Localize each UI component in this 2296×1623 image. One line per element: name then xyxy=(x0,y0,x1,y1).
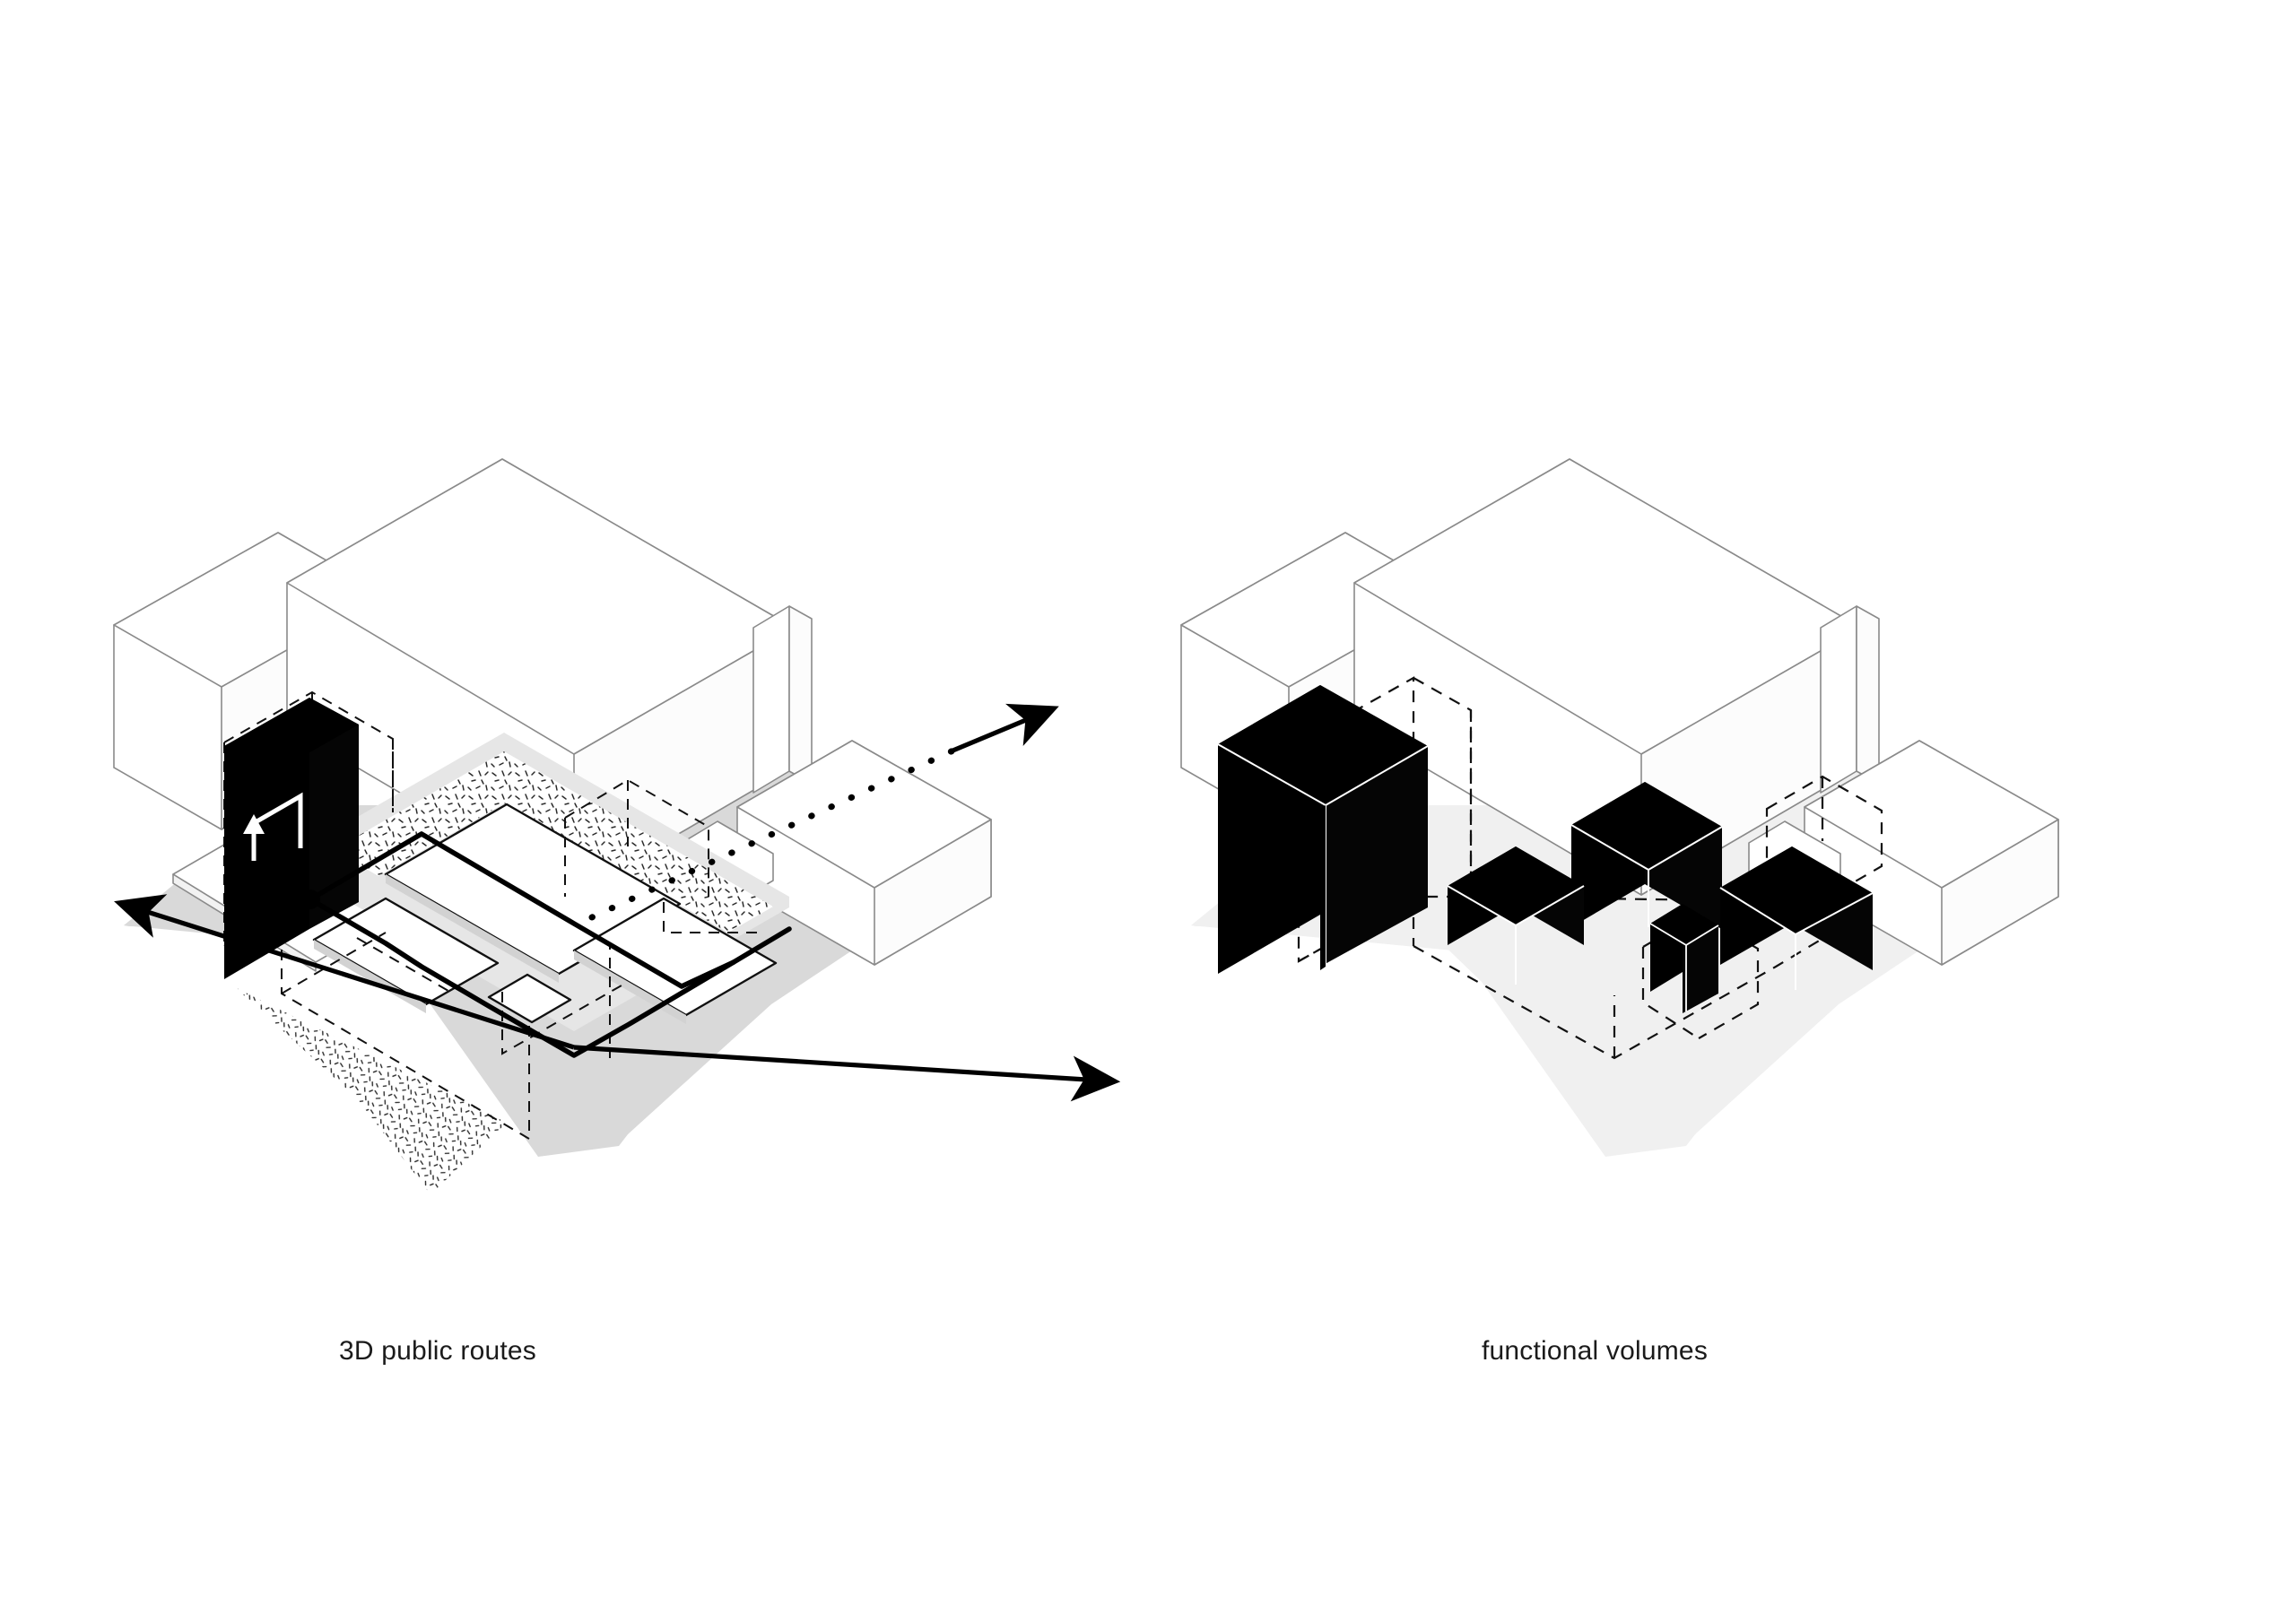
white-arrow-head xyxy=(243,814,265,834)
mass-rear-right-bar xyxy=(1353,458,1862,896)
arrow-southeast xyxy=(573,1045,1121,1102)
route-arrows xyxy=(114,894,1121,1102)
panel-functional-volumes: functional volumes xyxy=(1148,0,2296,1623)
volume-tower xyxy=(1217,685,1429,974)
mass-front-right-bar xyxy=(736,740,992,966)
stipple-wedge xyxy=(235,987,507,1194)
caption-left: 3D public routes xyxy=(339,1336,536,1366)
white-arrow xyxy=(251,792,303,861)
panel-3d-public-routes: 3D public routes xyxy=(113,458,1121,1366)
mass-fin xyxy=(1820,605,1880,794)
arrow-west xyxy=(114,894,575,1050)
functional-volumes xyxy=(1217,685,1874,1013)
caption-right: functional volumes xyxy=(1481,1336,1709,1366)
volume-block-c xyxy=(1719,846,1874,990)
plate-left xyxy=(312,897,500,1006)
dotted-elevated-route xyxy=(588,703,1059,921)
diagram-functional-volumes xyxy=(1148,0,2296,1623)
mass-fin xyxy=(752,605,813,794)
public-route-line xyxy=(308,831,792,1058)
volume-block-b xyxy=(1447,846,1585,985)
volume-cube xyxy=(1649,904,1719,1013)
plate-small xyxy=(487,973,572,1024)
black-circulation-slab xyxy=(224,698,359,979)
route-origin-dot xyxy=(300,890,320,909)
courtyard-plates xyxy=(312,803,778,1024)
volume-block-a xyxy=(1570,782,1723,929)
diagram-3d-public-routes xyxy=(113,458,1121,1194)
